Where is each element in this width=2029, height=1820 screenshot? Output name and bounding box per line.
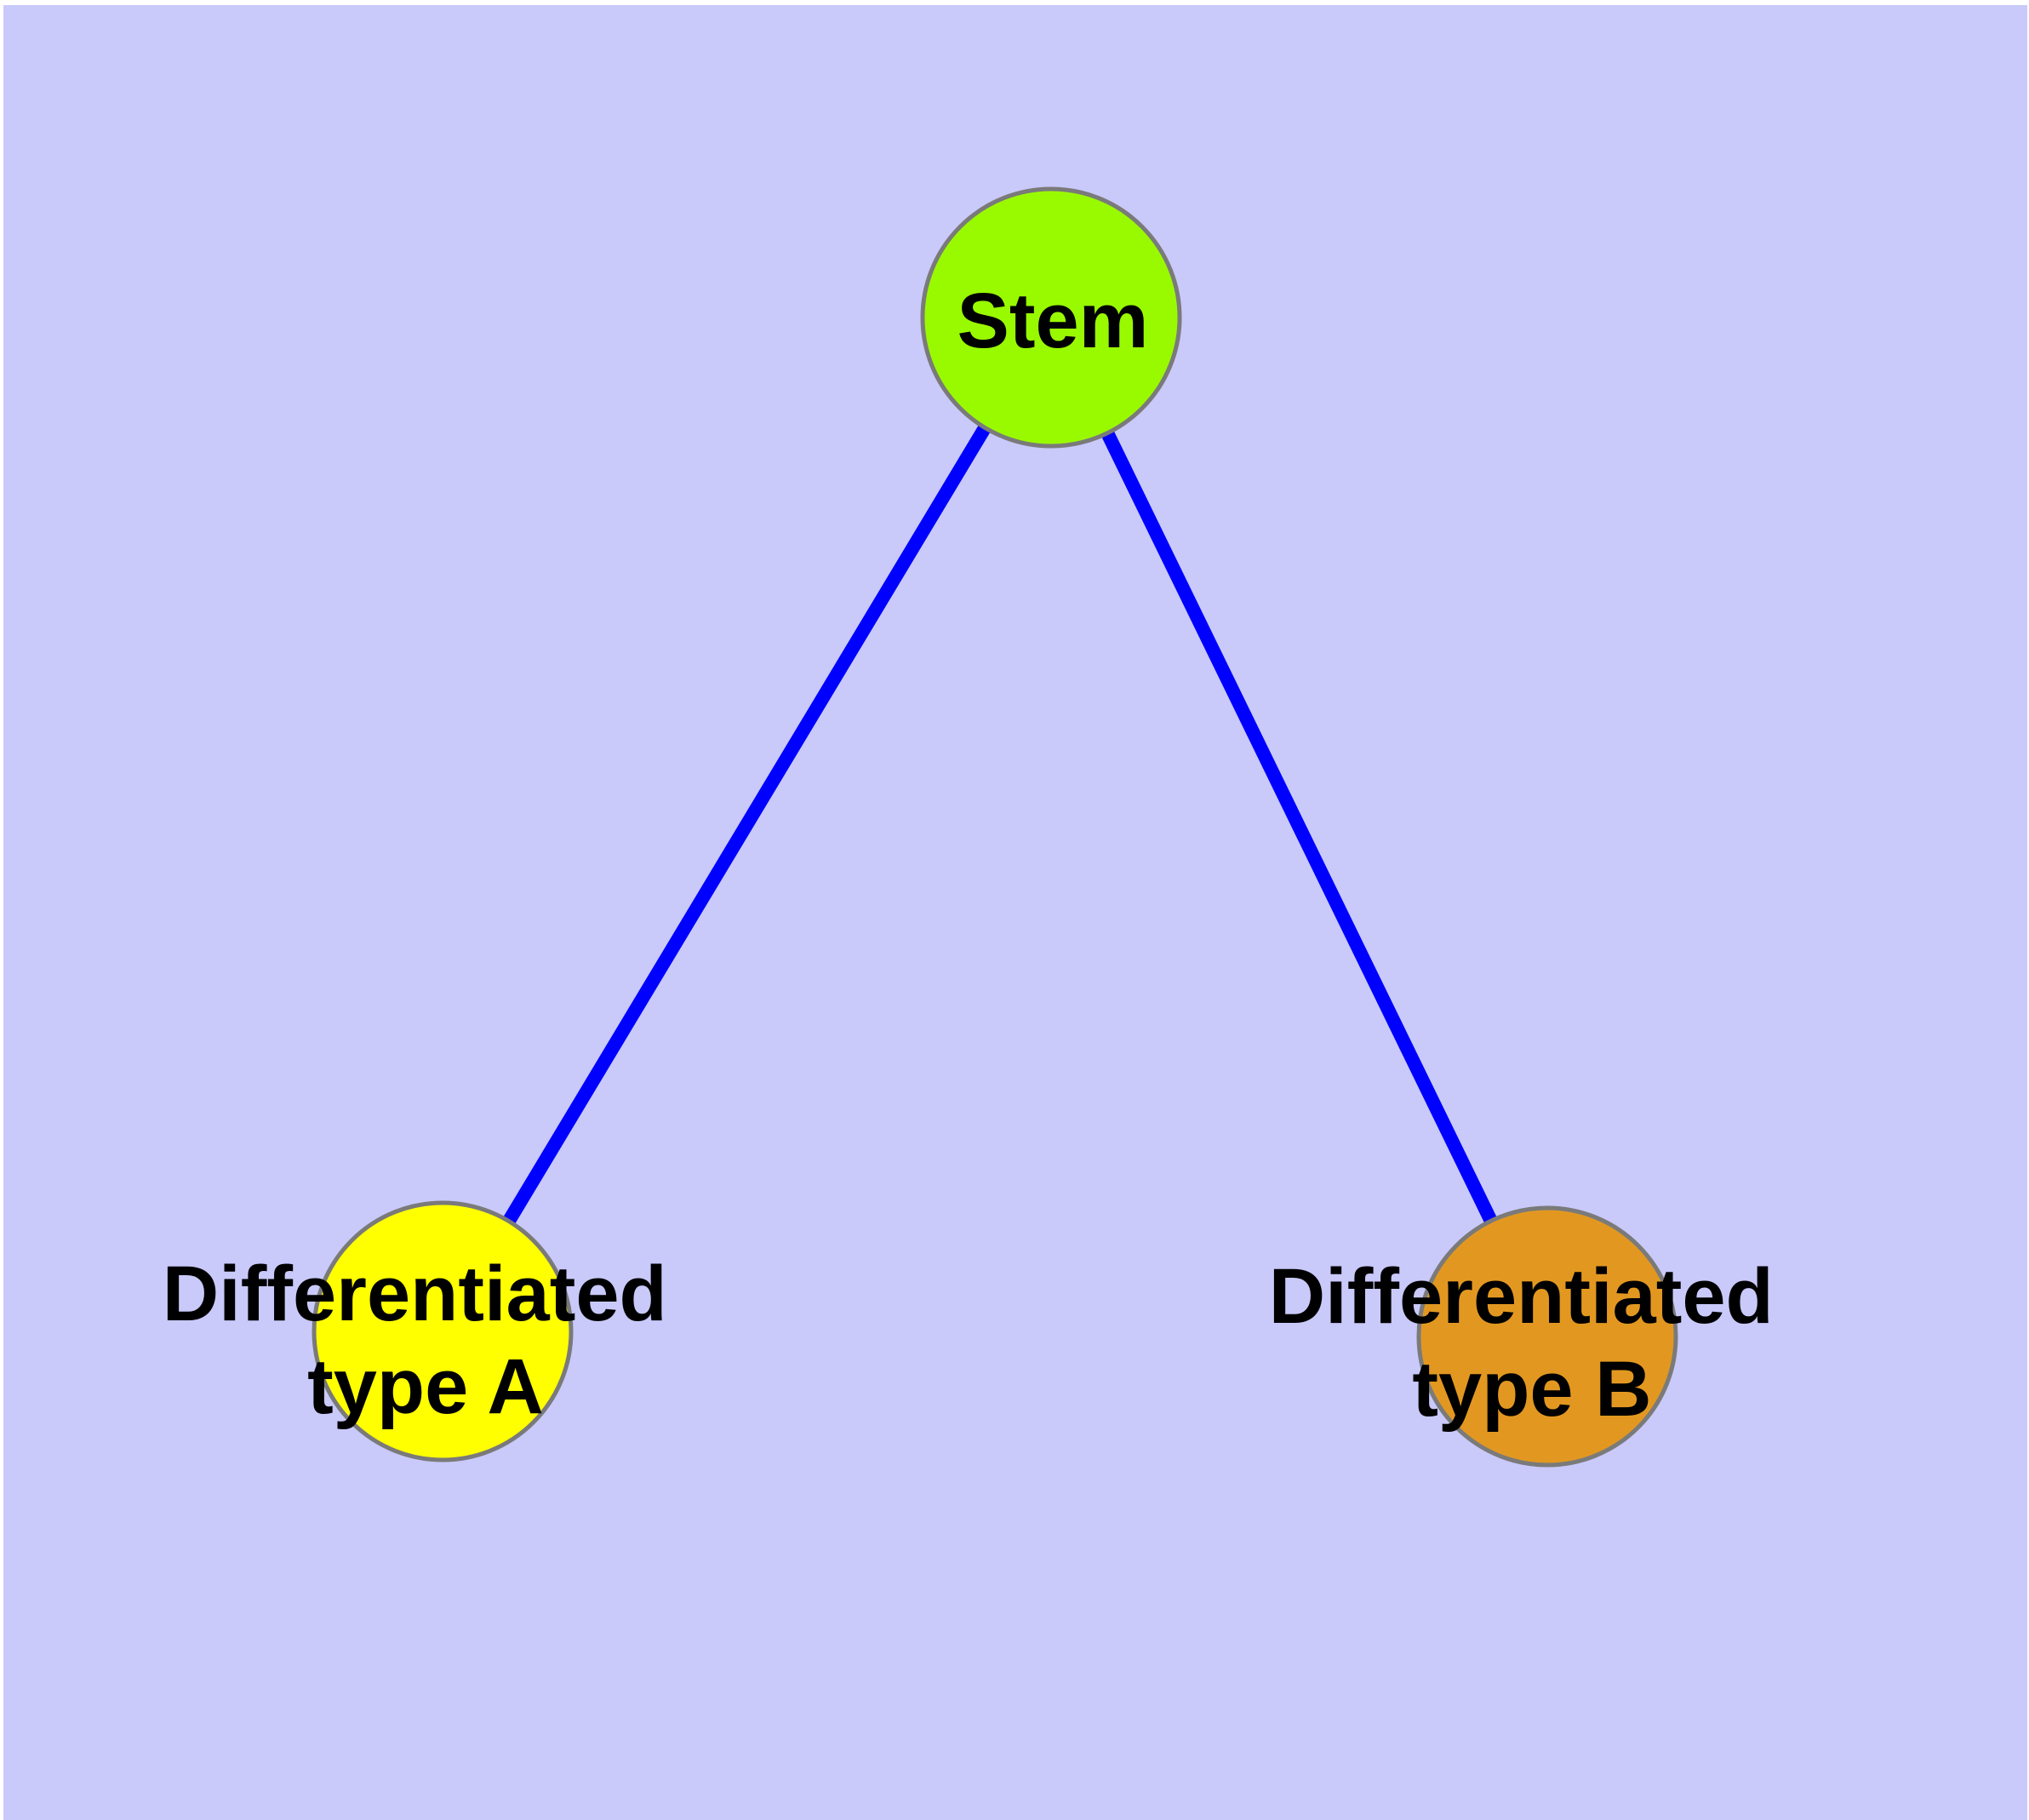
node-stem-label: Stem bbox=[957, 278, 1149, 364]
node-type-a-circle bbox=[311, 1200, 574, 1462]
node-type-a-label: Differentiated type A bbox=[163, 1251, 689, 1430]
node-type-a-label-line1: Differentiated bbox=[163, 1251, 667, 1337]
edge-stem-to-type-b bbox=[1044, 314, 1554, 1340]
node-type-b-label-line1: Differentiated bbox=[1269, 1253, 1774, 1340]
node-type-a-label-line2: type A bbox=[307, 1343, 544, 1430]
node-stem-circle bbox=[920, 186, 1182, 449]
edge-stem-to-type-a bbox=[437, 313, 1057, 1336]
node-type-b-label: Differentiated type B bbox=[1269, 1253, 1796, 1433]
node-type-b-label-line2: type B bbox=[1412, 1346, 1651, 1433]
node-type-b-circle bbox=[1416, 1205, 1678, 1468]
